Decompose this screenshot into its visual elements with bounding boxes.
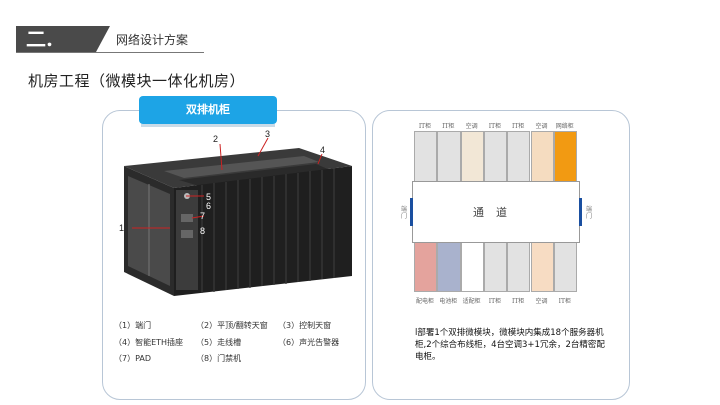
section-number-block (16, 26, 96, 52)
callout-6: 6 (206, 201, 211, 211)
control-column (176, 190, 198, 290)
legend-item: （8）门禁机 (196, 354, 242, 363)
rack-top-strip (164, 156, 319, 178)
cabinet-label-top: IT柜 (418, 123, 432, 130)
legend-item: （1）端门 (114, 321, 152, 330)
cabinet-bottom (530, 242, 554, 292)
right-end-door (579, 198, 582, 226)
cabinet-label-bottom: 配电柜 (415, 298, 434, 305)
cabinet-label-bottom: 空调 (535, 298, 548, 305)
tab-shadow (141, 124, 275, 127)
page-title: 机房工程（微模块一体化机房） (28, 72, 246, 90)
callout-1: 1 (119, 223, 124, 233)
legend-item: （6）声光告警器 (278, 338, 340, 347)
cabinet-top (553, 131, 578, 182)
cabinet-bottom (414, 242, 438, 292)
cabinet-label-top: 网络柜 (555, 123, 574, 130)
rack-side (174, 166, 352, 296)
callout-4: 4 (320, 145, 325, 155)
micro-module-illustration: 1 2 3 4 5 6 7 8 (119, 129, 352, 296)
cabinet-bottom (460, 242, 484, 292)
cabinet-label-bottom: 电池柜 (439, 298, 458, 305)
cabinet-bottom (507, 242, 531, 292)
cabinet-top (460, 131, 484, 182)
legend-item: （5）走线槽 (196, 338, 242, 347)
legend-item: （4）智能ETH插座 (114, 338, 184, 347)
cabinet-label-bottom: 适配柜 (462, 298, 481, 305)
cabinet-label-top: 空调 (535, 123, 548, 130)
cabinet-label-top: IT柜 (512, 123, 525, 130)
cabinet-label-top: 空调 (465, 123, 478, 130)
cabinet-label-bottom: IT柜 (488, 298, 502, 305)
legend-item: （2）平顶/翻转天窗 (196, 321, 268, 330)
rack-top-strip (179, 164, 330, 186)
cabinet-bottom (437, 242, 461, 292)
section-wedge (96, 26, 110, 52)
cabinet-bottom (553, 242, 578, 292)
left-end-door (410, 198, 413, 226)
cabinet-top (483, 131, 508, 182)
callout-5: 5 (206, 192, 211, 202)
cabinet-label-top: IT柜 (442, 123, 455, 130)
cabinet-top (437, 131, 461, 182)
left-door-label: 端门 (400, 206, 407, 220)
legend-item: （3）控制天窗 (278, 321, 332, 330)
corridor: 通道 (412, 181, 580, 243)
module-description: l部署1个双排微模块，微模块内集成18个服务器机柜,2个综合布线柜，4台空调3+… (415, 328, 605, 362)
rack-side-panels (201, 168, 335, 293)
callout-3: 3 (265, 129, 270, 139)
header-underline (16, 52, 204, 53)
callout-8: 8 (200, 226, 205, 236)
cabinet-top (530, 131, 554, 182)
cabinet-top (507, 131, 531, 182)
corridor-label: 通道 (473, 206, 519, 219)
cabinet-label-top: IT柜 (488, 123, 502, 130)
callout-2: 2 (213, 134, 218, 144)
right-door-label: 端门 (585, 206, 592, 220)
cabinet-label-bottom: IT柜 (512, 298, 525, 305)
legend-item: （7）PAD (114, 354, 152, 363)
section-title: 网络设计方案 (116, 33, 189, 47)
section-number: 二. (26, 27, 53, 51)
cabinet-label-bottom: IT柜 (558, 298, 571, 305)
panel-tab: 双排机柜 (139, 96, 277, 124)
callout-7: 7 (200, 211, 205, 221)
cabinet-top (414, 131, 438, 182)
cabinet-bottom (483, 242, 508, 292)
